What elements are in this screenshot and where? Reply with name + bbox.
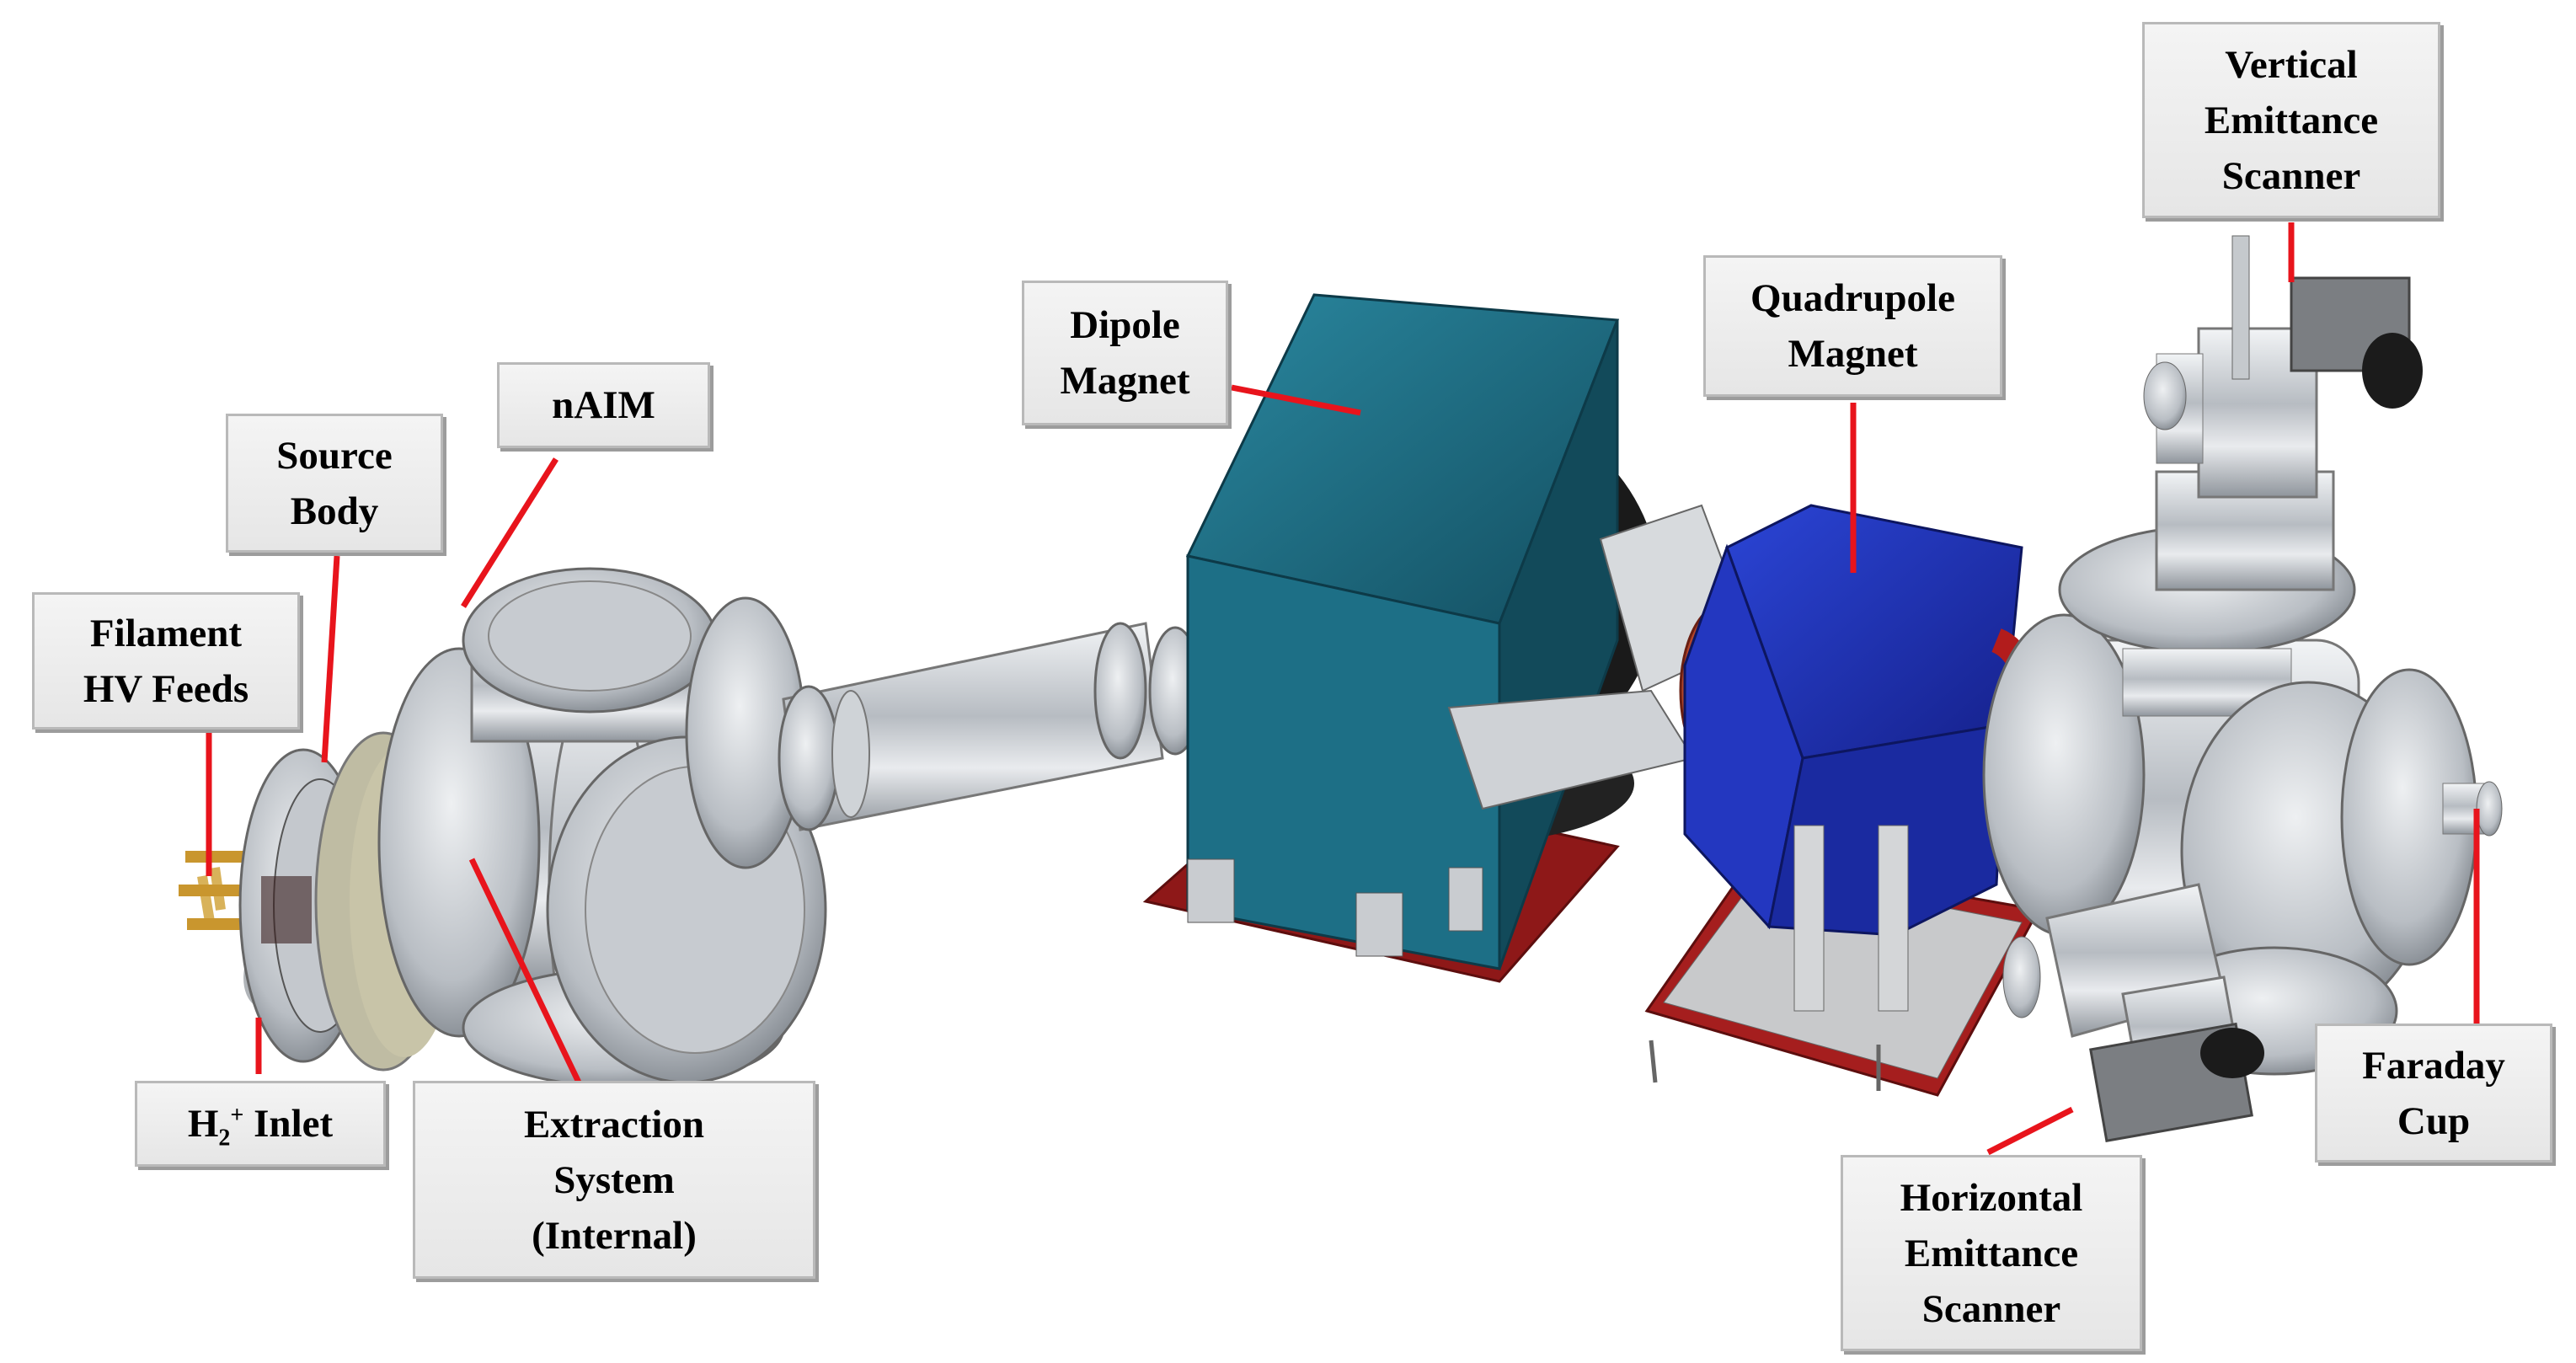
label-vertical-emittance-scanner: Vertical Emittance Scanner <box>2142 22 2440 218</box>
label-quadrupole-magnet: Quadrupole Magnet <box>1703 255 2002 397</box>
label-source-body: Source Body <box>226 414 443 553</box>
label-faraday-cup: Faraday Cup <box>2315 1024 2552 1163</box>
label-naim: nAIM <box>497 362 710 448</box>
h2-inlet-text: H2+ Inlet <box>187 1102 334 1152</box>
leader-naim <box>461 457 558 608</box>
leader-horizontal-emittance-scanner <box>1986 1106 2074 1156</box>
quadrupole-magnet <box>1644 504 2041 1097</box>
leader-source-body <box>321 555 340 763</box>
label-extraction-system: Extraction System (Internal) <box>413 1081 815 1279</box>
diagnostic-chamber <box>1982 235 2503 1143</box>
label-horizontal-emittance-scanner: Horizontal Emittance Scanner <box>1841 1155 2142 1351</box>
dipole-magnet <box>1142 293 1754 983</box>
label-dipole-magnet: Dipole Magnet <box>1022 281 1228 425</box>
label-h2-inlet: H2+ Inlet <box>135 1081 386 1167</box>
label-filament-hv-feeds: Filament HV Feeds <box>32 592 300 730</box>
naim-chamber <box>377 567 827 1097</box>
leader-extraction-system <box>468 858 593 1107</box>
leader-dipole-magnet <box>1231 384 1361 416</box>
